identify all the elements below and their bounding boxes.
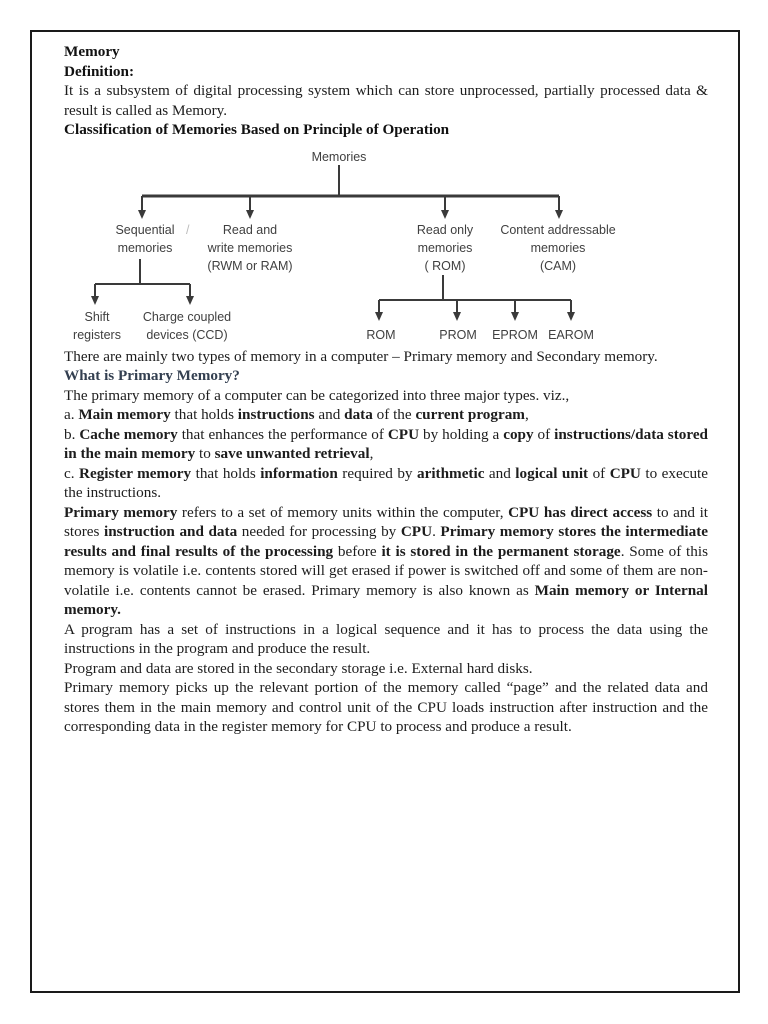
label-cam-line2: memories (531, 241, 586, 255)
label-rwm-line1: Read and (223, 223, 277, 237)
storage-paragraph: Program and data are stored in the secon… (64, 659, 533, 677)
type-b-paragraph: b. Cache memory that enhances the perfor… (64, 425, 709, 463)
label-rom-line1: Read only (417, 223, 474, 237)
label-ccd-line2: devices (CCD) (146, 328, 227, 342)
type-a-paragraph: a. Main memory that holds instructions a… (64, 406, 529, 423)
two-types-paragraph: There are mainly two types of memory in … (64, 347, 658, 365)
primary-refers-paragraph: Primary memory refers to a set of memory… (64, 503, 709, 619)
label-shift-line2: registers (73, 328, 121, 342)
label-rwm-line2: write memories (207, 241, 293, 255)
diagram-rom-children: ROM PROM EPROM EAROM (366, 328, 594, 342)
memory-classification-diagram: Memories (73, 150, 616, 342)
diagram-connector-lines (91, 164, 575, 321)
label-cam-line3: (CAM) (540, 259, 576, 273)
diagram-root-label: Memories (312, 150, 367, 164)
label-ccd-line1: Charge coupled (143, 310, 231, 324)
classification-heading: Classification of Memories Based on Prin… (64, 121, 450, 138)
scan-slash-artifact: / (186, 223, 190, 237)
program-paragraph: A program has a set of instructions in a… (64, 620, 708, 658)
diagram-branch-labels: Sequential / memories Read and write mem… (115, 223, 615, 273)
doc-title: Memory (64, 43, 120, 60)
label-rom-line3: ( ROM) (425, 259, 466, 273)
definition-label: Definition: (64, 62, 135, 80)
label-sequential-line1: Sequential (115, 223, 174, 237)
label-cam-line1: Content addressable (500, 223, 615, 237)
types-intro-paragraph: The primary memory of a computer can be … (64, 386, 570, 404)
page-content: Memory Definition: It is a subsystem of … (32, 32, 738, 737)
definition-paragraph: It is a subsystem of digital processing … (64, 82, 708, 119)
label-eprom-type: EPROM (492, 328, 538, 342)
label-shift-line1: Shift (84, 310, 110, 324)
label-rwm-line3: (RWM or RAM) (207, 259, 292, 273)
page-concept-paragraph: Primary memory picks up the relevant por… (64, 679, 708, 735)
label-prom-type: PROM (439, 328, 477, 342)
document-page: Memory Definition: It is a subsystem of … (30, 30, 740, 993)
primary-memory-heading: What is Primary Memory? (64, 367, 240, 384)
label-sequential-line2: memories (118, 241, 173, 255)
diagram-sequential-children: Shift registers Charge coupled devices (… (73, 310, 231, 342)
type-c-paragraph: c. Register memory that holds informatio… (64, 464, 709, 502)
label-rom-line2: memories (418, 241, 473, 255)
label-rom-type: ROM (366, 328, 395, 342)
label-earom-type: EAROM (548, 328, 594, 342)
